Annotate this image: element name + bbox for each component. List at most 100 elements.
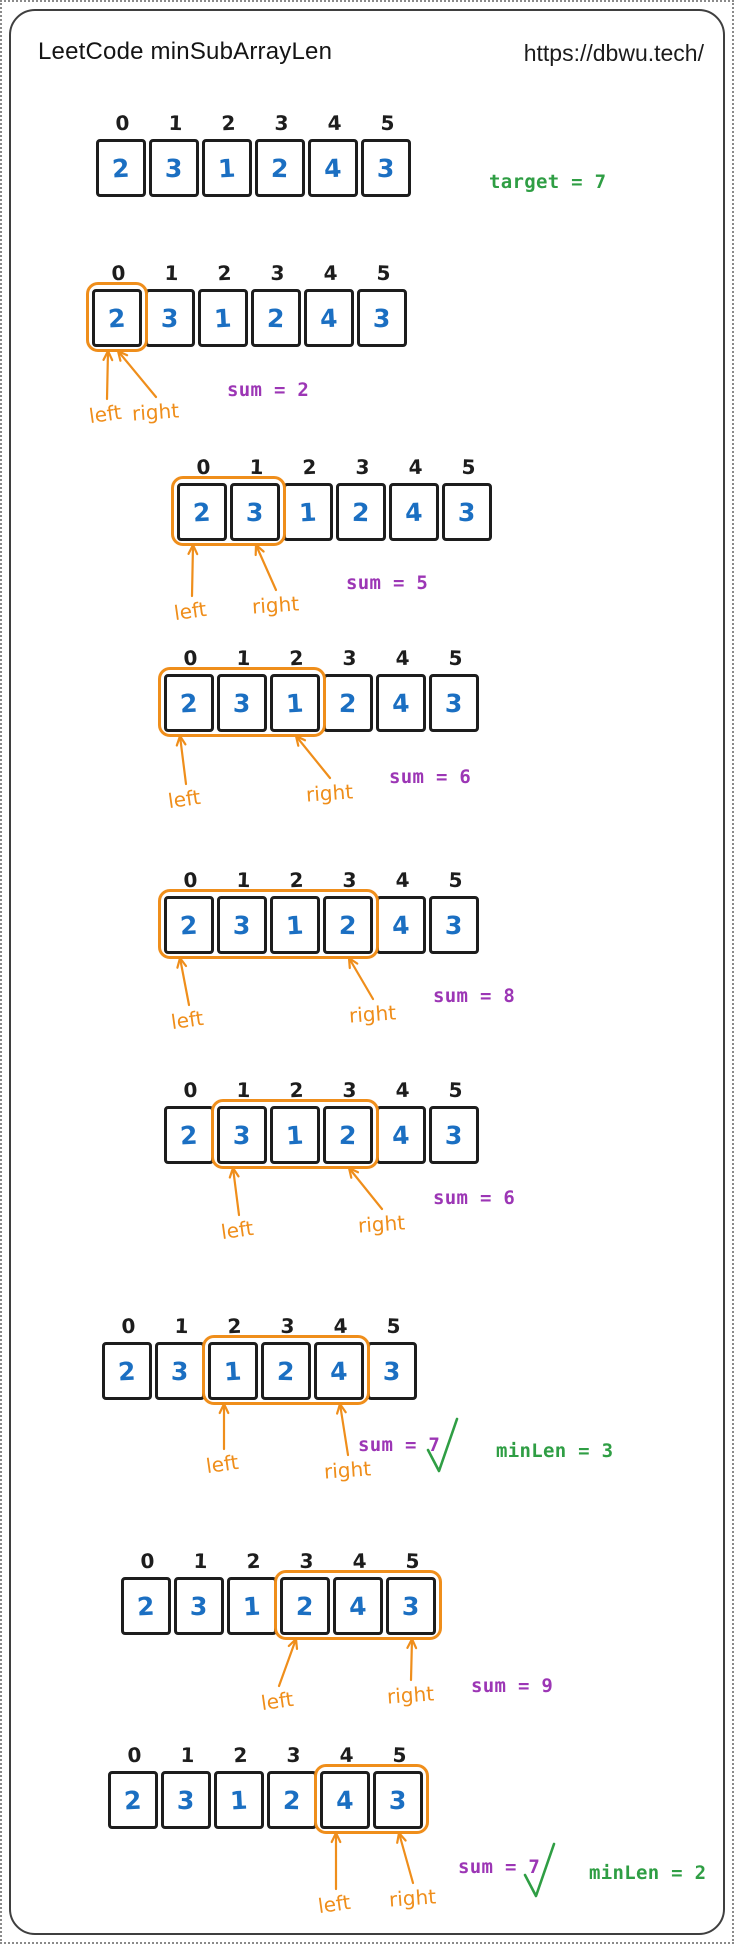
left-pointer-label: left: [169, 1005, 205, 1035]
array-cell: 3: [174, 1577, 224, 1635]
array-cell: 1: [227, 1577, 277, 1635]
left-pointer-label: left: [316, 1889, 352, 1919]
cell-value: 4: [391, 1120, 411, 1150]
array-cell: 3: [357, 289, 407, 347]
cell-value: 3: [388, 1785, 408, 1815]
array-cell: 4: [314, 1342, 364, 1400]
cell-value: 3: [232, 1120, 252, 1150]
index-label: 1: [236, 645, 251, 671]
index-label: 3: [342, 1077, 357, 1103]
left-pointer-label: left: [259, 1686, 295, 1716]
array-cell: 2: [177, 483, 227, 541]
sum-label: sum = 7: [358, 1434, 441, 1456]
min-len-label: minLen = 3: [496, 1440, 614, 1462]
cell-value: 3: [160, 303, 180, 333]
right-pointer-label: right: [388, 1884, 437, 1912]
left-pointer-label: left: [172, 596, 208, 626]
cell-value: 1: [223, 1356, 243, 1386]
cell-value: 2: [107, 303, 127, 333]
array-cell: 2: [280, 1577, 330, 1635]
cell-value: 3: [457, 497, 477, 527]
checkmark-icon: [523, 1842, 556, 1898]
index-label: 1: [236, 867, 251, 893]
array-cell: 2: [102, 1342, 152, 1400]
cell-value: 4: [329, 1356, 349, 1386]
cell-value: 2: [192, 497, 212, 527]
cell-value: 4: [404, 497, 424, 527]
cell-value: 2: [136, 1591, 156, 1621]
checkmark-icon: [426, 1417, 459, 1473]
index-label: 0: [182, 1077, 199, 1103]
cell-value: 3: [164, 153, 184, 183]
right-pointer-label: right: [386, 1681, 435, 1709]
cell-value: 3: [382, 1356, 402, 1386]
array-cell: 3: [386, 1577, 436, 1635]
array-cell: 3: [429, 674, 479, 732]
array-cell: 2: [323, 674, 373, 732]
array-cell: 3: [217, 674, 267, 732]
index-label: 5: [380, 110, 395, 136]
index-label: 4: [326, 110, 343, 136]
array-cell: 3: [149, 139, 199, 197]
index-label: 5: [461, 454, 476, 480]
array-cell: 4: [304, 289, 354, 347]
index-label: 4: [407, 454, 424, 480]
index-label: 1: [236, 1077, 251, 1103]
right-pointer-label: right: [131, 398, 180, 426]
index-label: 1: [164, 260, 179, 286]
array-cell: 3: [217, 896, 267, 954]
source-url: https://dbwu.tech/: [523, 40, 704, 66]
array-cell: 3: [217, 1106, 267, 1164]
index-label: 3: [274, 110, 289, 136]
cell-value: 3: [245, 497, 265, 527]
array-cell: 2: [96, 139, 146, 197]
array-cell: 1: [270, 674, 320, 732]
index-label: 5: [448, 867, 463, 893]
cell-value: 2: [111, 153, 131, 183]
cell-value: 1: [298, 497, 318, 527]
array-cell: 2: [108, 1771, 158, 1829]
cell-value: 3: [170, 1356, 190, 1386]
index-label: 5: [392, 1742, 407, 1768]
array-cell: 3: [161, 1771, 211, 1829]
sum-label: sum = 7: [458, 1856, 541, 1878]
cell-value: 1: [285, 688, 305, 718]
array-cell: 4: [376, 1106, 426, 1164]
array-cell: 2: [267, 1771, 317, 1829]
target-label: target = 7: [489, 171, 607, 193]
index-label: 4: [394, 645, 411, 671]
index-label: 4: [394, 1077, 411, 1103]
index-label: 1: [174, 1313, 189, 1339]
index-label: 0: [114, 110, 131, 136]
index-label: 2: [232, 1742, 249, 1768]
index-label: 2: [301, 454, 318, 480]
cell-value: 1: [229, 1785, 249, 1815]
array-cell: 2: [164, 674, 214, 732]
left-pointer-label: left: [219, 1215, 255, 1245]
cell-value: 2: [123, 1785, 143, 1815]
array-cell: 2: [164, 1106, 214, 1164]
array-cell: 4: [376, 896, 426, 954]
index-label: 2: [220, 110, 237, 136]
index-label: 5: [386, 1313, 401, 1339]
index-label: 5: [405, 1548, 420, 1574]
index-label: 4: [338, 1742, 355, 1768]
right-pointer-label: right: [305, 779, 354, 807]
array-cell: 2: [323, 1106, 373, 1164]
right-pointer-label: right: [348, 1000, 397, 1028]
array-cell: 3: [429, 1106, 479, 1164]
